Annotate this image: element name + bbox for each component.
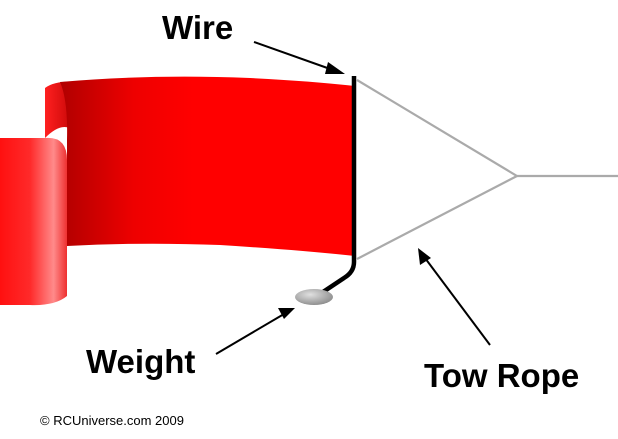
weight-label: Weight — [86, 343, 196, 380]
copyright-text: © RCUniverse.com 2009 — [40, 413, 184, 428]
wire — [318, 76, 357, 296]
banner-body — [60, 76, 355, 257]
banner-front-curl — [0, 137, 67, 306]
wire-arrow — [253, 41, 345, 74]
weight — [295, 289, 333, 305]
wire-label: Wire — [162, 9, 234, 46]
tow-rope-arrow — [418, 248, 491, 346]
tow-rope-label: Tow Rope — [424, 357, 580, 394]
tow-rope — [356, 79, 520, 260]
weight-arrow — [215, 308, 295, 355]
